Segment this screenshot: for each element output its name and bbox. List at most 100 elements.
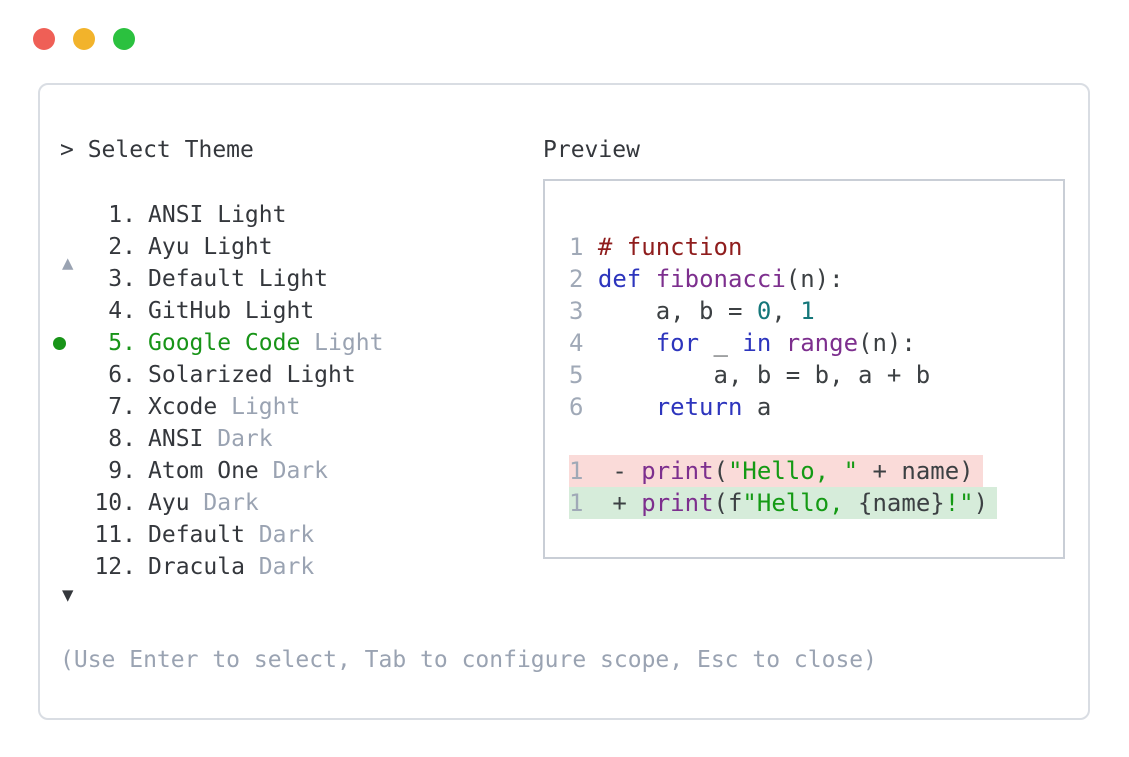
code-token: (n): [785, 265, 844, 293]
code-token: a, b = [597, 297, 757, 325]
theme-number: 12. [94, 554, 136, 580]
line-number: 2 [569, 265, 598, 293]
theme-option[interactable]: 10.Ayu Dark [40, 487, 520, 519]
theme-option[interactable]: 9. Atom One Dark [40, 455, 520, 487]
theme-option[interactable]: 2. Ayu Light [40, 231, 520, 263]
code-token: (n): [858, 329, 916, 357]
line-number: 1 [569, 457, 598, 485]
line-number: 3 [569, 297, 598, 325]
theme-number: 9. [108, 458, 136, 484]
code-token: return [655, 393, 743, 421]
theme-name: Atom One [148, 458, 259, 484]
theme-option[interactable]: 11. Default Dark [40, 519, 520, 551]
theme-suffix: Dark [244, 522, 315, 548]
theme-number: 7. [108, 394, 136, 420]
scroll-down-icon[interactable]: ▼ [62, 584, 74, 606]
code-token: _ [699, 329, 743, 357]
code-line: 2 def fibonacci(n): [569, 263, 1063, 295]
theme-option[interactable]: 5. Google Code Light [40, 327, 520, 359]
theme-name: Solarized Light [148, 362, 356, 388]
code-token: + name) [858, 457, 974, 485]
theme-option[interactable]: 1. ANSI Light [40, 199, 520, 231]
help-text: (Use Enter to select, Tab to configure s… [60, 647, 877, 673]
theme-picker-panel: > Select Theme Preview ▲ 1. ANSI Light 2. A… [38, 83, 1090, 720]
code-line: 1 - print("Hello, " + name) [569, 455, 1063, 487]
code-token: "Hello, [742, 489, 859, 517]
theme-suffix: Light [300, 330, 384, 356]
theme-number: 10. [94, 490, 136, 516]
theme-name: Google Code [148, 330, 301, 356]
code-token: "Hello, " [727, 457, 859, 485]
theme-list: 1. ANSI Light 2. Ayu Light 3. Default Light 4.… [40, 199, 520, 583]
theme-number: 5. [108, 330, 136, 356]
theme-name: Xcode [148, 394, 218, 420]
code-token: in [742, 329, 772, 357]
theme-number: 3. [108, 266, 136, 292]
code-token: for [655, 329, 700, 357]
theme-option[interactable]: 8. ANSI Dark [40, 423, 520, 455]
line-number: 1 [569, 233, 598, 261]
line-number: 4 [569, 329, 598, 357]
minimize-button[interactable] [73, 28, 95, 50]
code-line: 4 for _ in range(n): [569, 327, 1063, 359]
code-token: range [785, 329, 859, 357]
diff-added-line: 1 + print(f"Hello, {name}!") [569, 487, 998, 519]
line-number: 5 [569, 361, 598, 389]
code-token [598, 329, 656, 357]
code-token: print [641, 489, 714, 517]
code-token: ( [713, 457, 728, 485]
theme-option[interactable]: 6. Solarized Light [40, 359, 520, 391]
code-token [771, 329, 785, 357]
code-token: (f [713, 489, 743, 517]
code-line: 6 return a [569, 391, 1063, 423]
code-token: # function [597, 233, 743, 261]
theme-number: 2. [108, 234, 136, 260]
code-token: 1 [800, 297, 815, 325]
theme-number: 6. [108, 362, 136, 388]
theme-name: Default Light [148, 266, 329, 292]
code-line: 1 + print(f"Hello, {name}!") [569, 487, 1063, 519]
line-number: 6 [569, 393, 598, 421]
theme-name: ANSI [148, 426, 204, 452]
code-token: , [771, 297, 801, 325]
code-token [641, 265, 655, 293]
line-number: 1 [569, 489, 598, 517]
code-line: 3 a, b = 0, 1 [569, 295, 1063, 327]
code-token [598, 393, 656, 421]
theme-suffix: Dark [189, 490, 259, 516]
diff-removed-line: 1 - print("Hello, " + name) [569, 455, 983, 487]
window-controls [33, 28, 135, 50]
theme-number: 11. [94, 522, 136, 548]
command-prompt[interactable]: > Select Theme [60, 137, 254, 163]
theme-suffix: Dark [244, 554, 315, 580]
theme-number: 8. [108, 426, 136, 452]
preview-label: Preview [543, 137, 640, 163]
maximize-button[interactable] [113, 28, 135, 50]
code-token: - [597, 457, 642, 485]
theme-name: Default [148, 522, 245, 548]
code-line [569, 423, 1063, 455]
code-line: 1 # function [569, 231, 1063, 263]
theme-option[interactable]: 12.Dracula Dark [40, 551, 520, 583]
theme-option[interactable]: 7. Xcode Light [40, 391, 520, 423]
code-token: {name} [858, 489, 945, 517]
code-token: ) [973, 489, 989, 517]
scroll-up-icon[interactable]: ▲ [62, 252, 74, 274]
line-number [569, 425, 598, 453]
theme-number: 1. [108, 202, 136, 228]
code-token: !" [944, 489, 974, 517]
theme-option[interactable]: 4.GitHub Light [40, 295, 520, 327]
theme-suffix: Dark [203, 426, 273, 452]
theme-suffix: Light [217, 394, 301, 420]
theme-name: ANSI Light [148, 202, 287, 228]
selected-indicator [40, 336, 90, 350]
code-token: 0 [756, 297, 772, 325]
close-button[interactable] [33, 28, 55, 50]
theme-suffix: Dark [258, 458, 329, 484]
theme-name: Ayu Light [148, 234, 273, 260]
code-line: 5 a, b = b, a + b [569, 359, 1063, 391]
theme-option[interactable]: 3. Default Light [40, 263, 520, 295]
